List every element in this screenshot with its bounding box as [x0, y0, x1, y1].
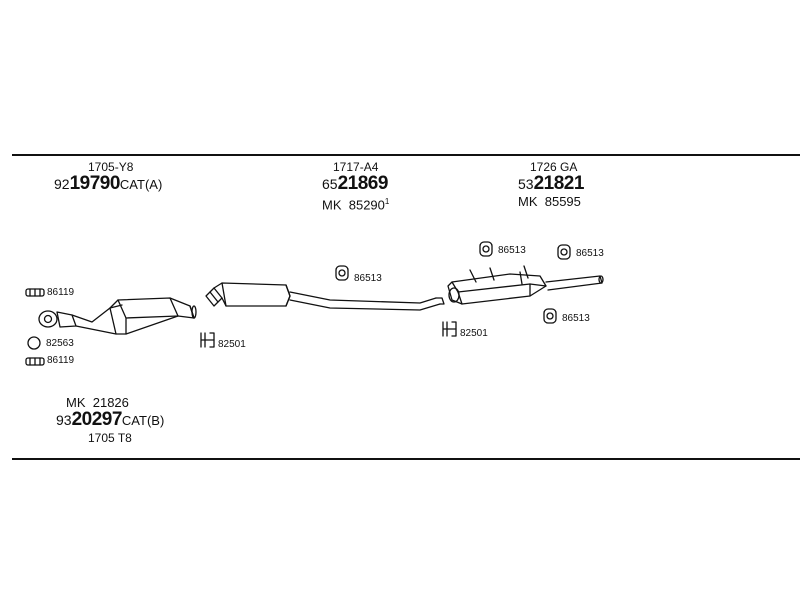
part-label-clamp-86119: 86119	[47, 287, 75, 298]
group4-mk-label: MK	[66, 395, 86, 410]
part-label-hanger-86513: 86513	[354, 273, 382, 284]
group3-mk: MK 85595	[518, 194, 581, 209]
group2-pn-main: 21869	[337, 173, 389, 194]
group2-mk-label: MK	[322, 197, 342, 213]
double-clamp-icon	[442, 321, 457, 337]
group2-pn-prefix: 65	[322, 176, 338, 192]
group1-pn-prefix: 92	[54, 176, 70, 192]
group3-code: 1726 GA	[530, 160, 578, 174]
group2-part-number: 6521869	[322, 174, 388, 195]
group2-code: 1717-A4	[333, 160, 379, 174]
group4-code: 1705 T8	[88, 431, 132, 445]
group1-pn-main: 19790	[69, 173, 121, 194]
group3-pn-main: 21821	[533, 173, 585, 194]
rubber-hanger-icon	[479, 241, 493, 257]
top-divider	[12, 154, 800, 156]
group2-mk: MK 852901	[322, 194, 389, 212]
part-label-hanger-86513-d: 86513	[562, 313, 590, 324]
group2-mk-sup: 1	[384, 197, 390, 206]
group4-part-number: 9320297CAT(B)	[56, 410, 164, 431]
part-label-clamp-82501-b: 82501	[460, 328, 488, 339]
group4-mk-number: 21826	[92, 395, 129, 410]
group2-mk-number: 85290	[348, 197, 385, 213]
group3-mk-number: 85595	[544, 194, 581, 209]
part-label-clamp-86119-b: 86119	[47, 355, 75, 366]
group4-pn-prefix: 93	[56, 412, 72, 428]
clamp-icon	[25, 357, 45, 366]
middle-silencer-icon	[205, 282, 445, 311]
front-catalyst-icon	[38, 297, 197, 335]
group1-code: 1705-Y8	[88, 160, 134, 174]
clamp-icon	[25, 288, 45, 297]
group1-part-number: 9219790CAT(A)	[54, 174, 162, 195]
part-label-hanger-86513-c: 86513	[576, 248, 604, 259]
rear-silencer-icon	[447, 265, 604, 305]
bottom-divider	[12, 458, 800, 460]
rubber-hanger-icon	[557, 244, 571, 260]
part-label-clamp-82501: 82501	[218, 339, 246, 350]
group4-pn-main: 20297	[71, 409, 123, 430]
group1-pn-suffix: CAT(A)	[119, 177, 163, 192]
part-label-hanger-86513-b: 86513	[498, 245, 526, 256]
rubber-hanger-icon	[335, 265, 349, 281]
rubber-hanger-icon	[543, 308, 557, 324]
group4-pn-suffix: CAT(B)	[121, 413, 165, 428]
group3-mk-label: MK	[518, 194, 538, 209]
group3-pn-prefix: 53	[518, 176, 534, 192]
part-label-ring-82563: 82563	[46, 338, 74, 349]
double-clamp-icon	[200, 332, 215, 348]
gasket-ring-icon	[27, 336, 41, 350]
group4-mk: MK 21826	[66, 395, 129, 410]
group3-part-number: 5321821	[518, 174, 584, 195]
